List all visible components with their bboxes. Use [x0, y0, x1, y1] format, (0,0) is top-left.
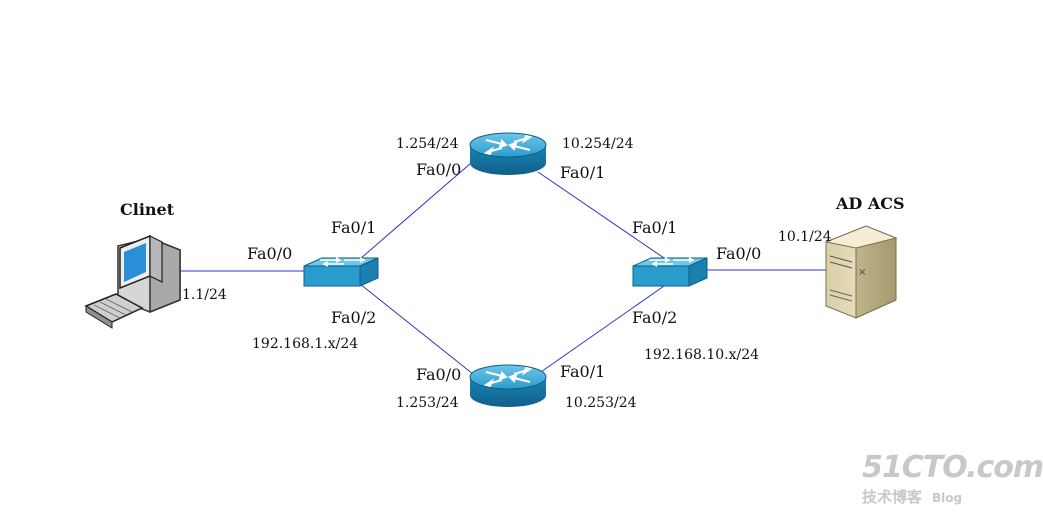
watermark-logo: 51CTO.com 技术博客 Blog	[862, 452, 1043, 507]
router-top-ip-left: 1.254/24	[396, 136, 459, 152]
desktop-computer-icon[interactable]	[84, 234, 181, 329]
router-icon-top[interactable]	[469, 132, 547, 175]
switch-icon-right[interactable]	[632, 257, 708, 287]
link-router-top-switch-right	[537, 171, 665, 259]
router-bottom-port-left: Fa0/0	[416, 365, 462, 384]
router-top-port-right: Fa0/1	[560, 163, 606, 182]
router-bottom-ip-left: 1.253/24	[396, 395, 459, 411]
link-switch-left-router-bottom	[359, 283, 479, 379]
client-ip-label: 1.1/24	[182, 287, 227, 303]
watermark-line2: 技术博客	[862, 488, 923, 506]
client-label: Clinet	[120, 200, 175, 219]
network-topology-diagram: ×	[84, 132, 898, 407]
link-router-bottom-switch-right	[537, 285, 665, 375]
watermark-line3: Blog	[932, 491, 963, 505]
server-ip-label: 10.1/24	[778, 229, 832, 245]
server-tower-icon[interactable]: ×	[824, 225, 898, 319]
links	[165, 156, 826, 379]
switch-right-port-server: Fa0/0	[716, 244, 762, 263]
switch-icon-left[interactable]	[303, 257, 379, 287]
watermark-line1: 51CTO.com	[862, 450, 1043, 485]
server-label: AD ACS	[836, 194, 905, 213]
switch-left-port-down: Fa0/2	[331, 308, 377, 327]
client-port-label: Fa0/0	[247, 244, 293, 263]
watermark-line2-wrap: 技术博客 Blog	[862, 486, 1043, 507]
svg-text:×: ×	[858, 267, 866, 278]
switch-right-port-up: Fa0/1	[632, 218, 678, 237]
router-top-port-left: Fa0/0	[416, 160, 462, 179]
switch-right-port-down: Fa0/2	[632, 308, 678, 327]
router-bottom-port-right: Fa0/1	[560, 362, 606, 381]
router-bottom-ip-right: 10.253/24	[565, 395, 637, 411]
router-icon-bottom[interactable]	[469, 364, 547, 407]
link-switch-left-router-top	[359, 156, 479, 260]
subnet-left-label: 192.168.1.x/24	[252, 336, 359, 352]
subnet-right-label: 192.168.10.x/24	[644, 347, 760, 363]
router-top-ip-right: 10.254/24	[562, 136, 634, 152]
switch-left-port-up: Fa0/1	[331, 218, 377, 237]
